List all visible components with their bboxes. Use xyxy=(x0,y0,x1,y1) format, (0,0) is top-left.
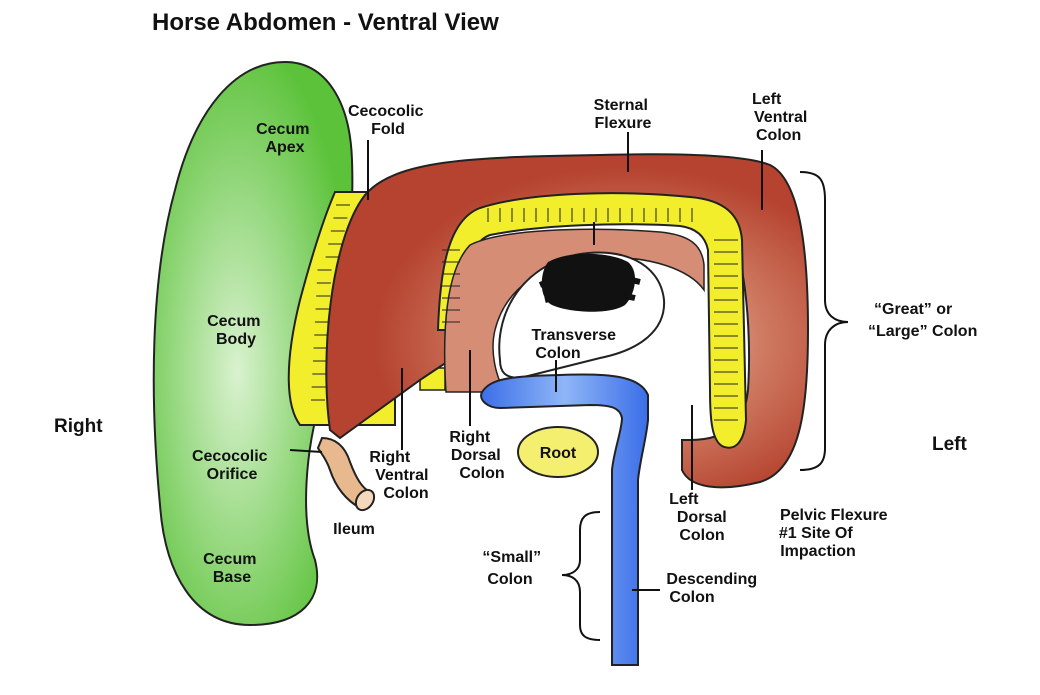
left-dorsal-colon-label: Left Dorsal Colon xyxy=(669,491,731,544)
small-colon-shape xyxy=(480,373,649,666)
right-dorsal-colon-label: Right Dorsal Colon xyxy=(449,429,505,482)
right-ventral-colon-label: Right Ventral Colon xyxy=(369,449,433,502)
transverse-colon-label: Transverse Colon xyxy=(532,327,621,362)
cecum-apex-label: Cecum Apex xyxy=(256,121,314,156)
diagram-title: Horse Abdomen - Ventral View xyxy=(152,9,499,36)
leader-lines xyxy=(289,132,849,641)
dorsal-colon-band xyxy=(436,192,748,449)
root-label: Root xyxy=(540,445,577,462)
great-colon-label: “Great” or “Large” Colon xyxy=(868,301,977,340)
right-dorsal-colon-shape xyxy=(443,228,705,393)
ileum-end xyxy=(354,488,376,512)
obscured-label-scribble xyxy=(538,253,641,312)
cecum-base-label: Cecum Base xyxy=(203,551,261,586)
right-side-label: Right xyxy=(54,416,103,437)
root-shape xyxy=(517,426,599,478)
sternal-flexure-label: Sternal Flexure xyxy=(594,97,653,132)
left-ventral-colon-label: Left Ventral Colon xyxy=(752,91,812,144)
cecocolic-fold-label: Cecocolic Fold xyxy=(348,103,428,138)
part-labels: Cecum Apex Cecum Body Cecum Base Cecocol… xyxy=(192,91,977,606)
side-labels: Right Left xyxy=(54,416,968,455)
cecum-body-label: Cecum Body xyxy=(207,313,265,348)
ileum-label: Ileum xyxy=(333,521,375,538)
hatch-marks xyxy=(311,204,738,421)
cecocolic-orifice-label: Cecocolic Orifice xyxy=(192,448,272,483)
descending-colon-label: Descending Colon xyxy=(666,571,761,606)
small-colon-label: “Small” Colon xyxy=(482,549,545,588)
pelvic-flexure-label: Pelvic Flexure #1 Site Of Impaction xyxy=(779,507,892,560)
left-side-label: Left xyxy=(932,434,968,455)
